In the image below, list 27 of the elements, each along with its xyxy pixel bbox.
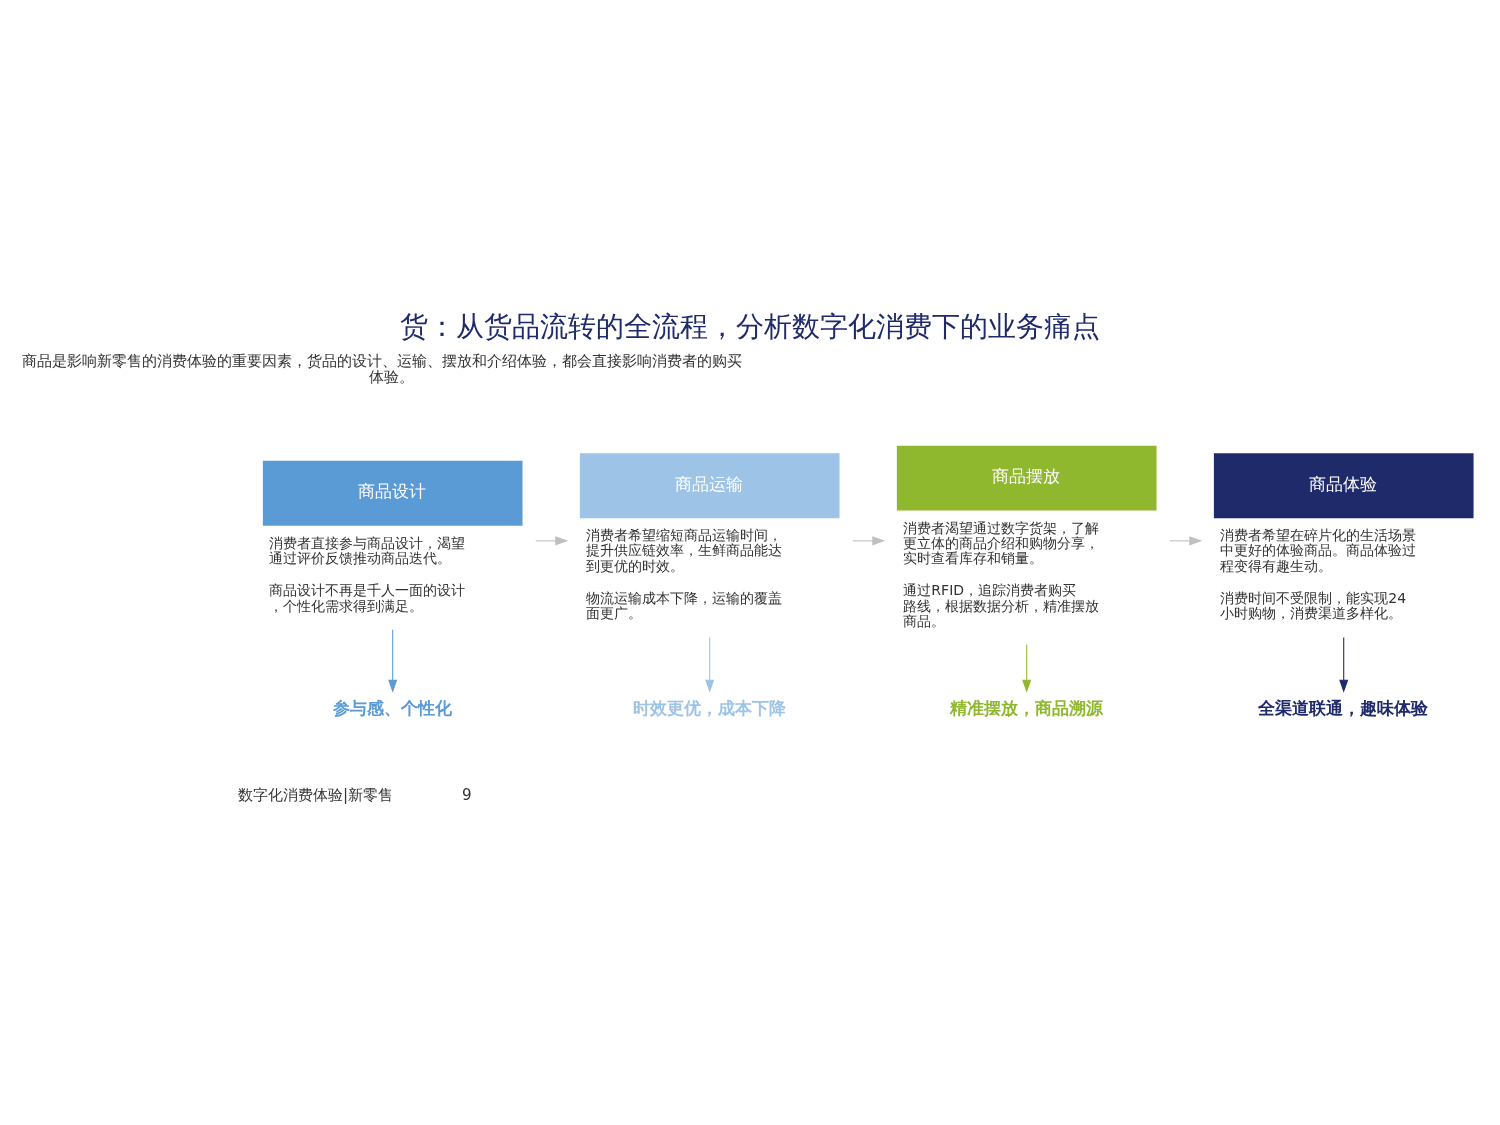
arrow bbox=[1339, 637, 1349, 693]
node-label: 物流运输成本下降，运输的覆盖面更广。 bbox=[586, 589, 783, 622]
arrow bbox=[535, 536, 569, 546]
node-box: 商品运输 bbox=[579, 453, 840, 519]
diagram-title: 货：从货品流转的全流程，分析数字化消费下的业务痛点 bbox=[400, 310, 1100, 344]
arrow bbox=[1169, 536, 1203, 546]
node-label: 商品设计不再是千人一面的设计，个性化需求得到满足。 bbox=[269, 582, 466, 614]
node-label: 消费者渴望通过数字货架，了解更立体的商品介绍和购物分享，实时查看库存和销量。 bbox=[903, 519, 1100, 566]
arrow bbox=[388, 629, 398, 693]
node-text: 全渠道联通，趣味体验 bbox=[1258, 697, 1429, 718]
node-label: 通过RFID，追踪消费者购买路线，根据数据分析，精准摆放商品。 bbox=[903, 582, 1100, 629]
node-label: 消费者希望缩短商品运输时间，提升供应链效率，生鲜商品能达到更优的时效。 bbox=[586, 527, 783, 574]
node-box: 商品摆放 bbox=[896, 445, 1157, 511]
label: 9 bbox=[461, 786, 472, 805]
node-box: 商品设计 bbox=[262, 460, 523, 526]
node-label: 消费者希望在碎片化的生活场景中更好的体验商品。商品体验过程变得有趣生动。 bbox=[1220, 527, 1417, 574]
node-label: 消费时间不受限制，能实现24小时购物，消费渠道多样化。 bbox=[1220, 589, 1407, 622]
node-text: 参与感、个性化 bbox=[332, 697, 452, 718]
node-label: 消费者直接参与商品设计，渴望通过评价反馈推动商品迭代。 bbox=[269, 534, 466, 566]
label: 商品是影响新零售的消费体验的重要因素，货品的设计、运输、摆放和介绍体验，都会直接影响消费者的购买体验。 bbox=[22, 351, 743, 387]
arrow bbox=[705, 637, 715, 693]
arrow bbox=[1022, 644, 1032, 693]
node-text: 精准摆放，商品溯源 bbox=[949, 697, 1103, 718]
node-box: 商品体验 bbox=[1213, 453, 1474, 519]
node-text: 时效更优，成本下降 bbox=[632, 697, 786, 718]
arrow bbox=[852, 536, 886, 546]
label: 数字化消费体验|新零售 bbox=[237, 786, 394, 805]
